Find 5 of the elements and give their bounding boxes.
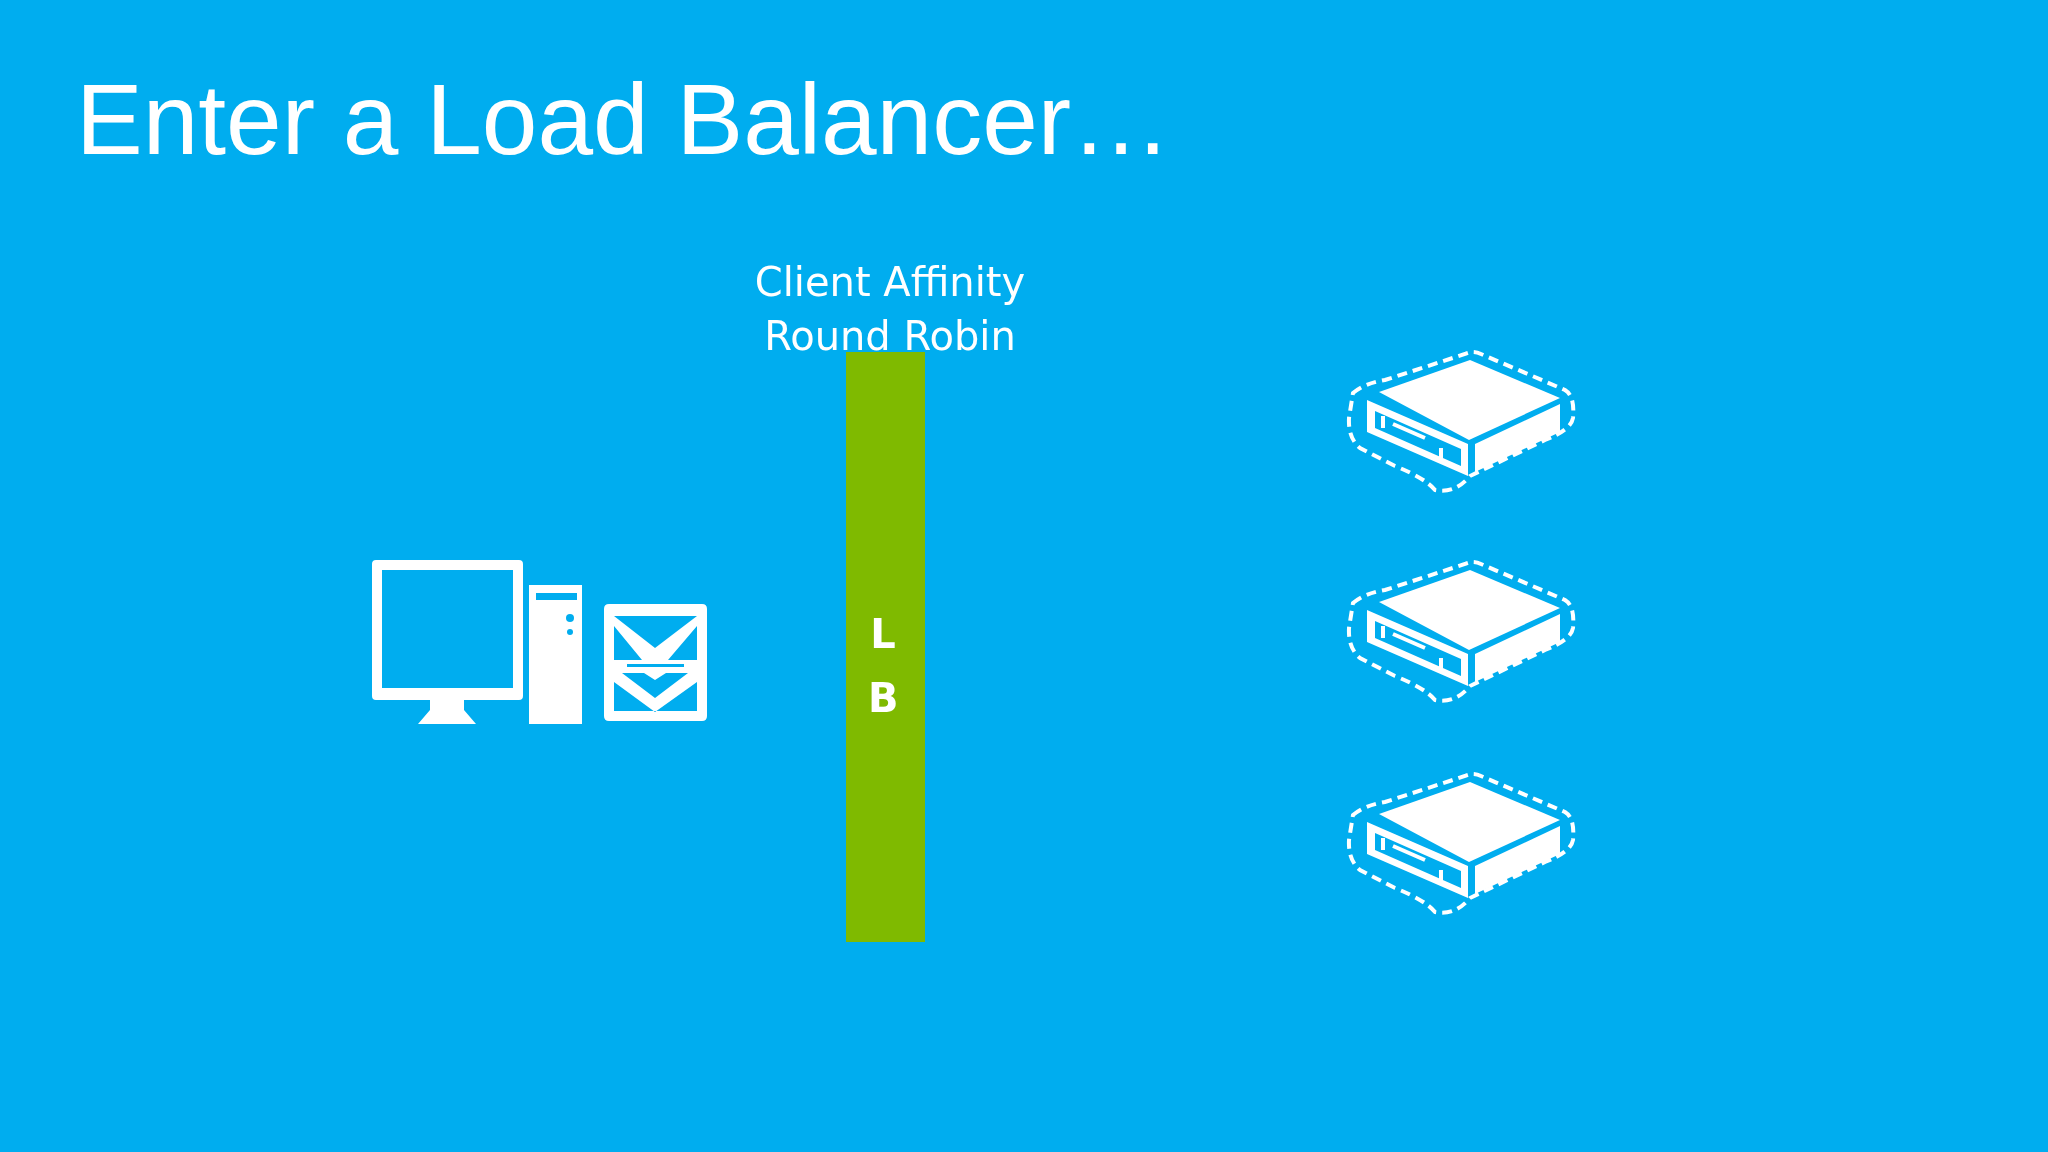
load-balancer-bar: [846, 352, 925, 942]
mode-label: Round Robin: [763, 312, 1017, 360]
mode-label: Client Affinity: [753, 258, 1027, 306]
bar-label: L B: [868, 610, 898, 723]
slide-title: Enter a Load Balancer…: [76, 62, 1172, 177]
